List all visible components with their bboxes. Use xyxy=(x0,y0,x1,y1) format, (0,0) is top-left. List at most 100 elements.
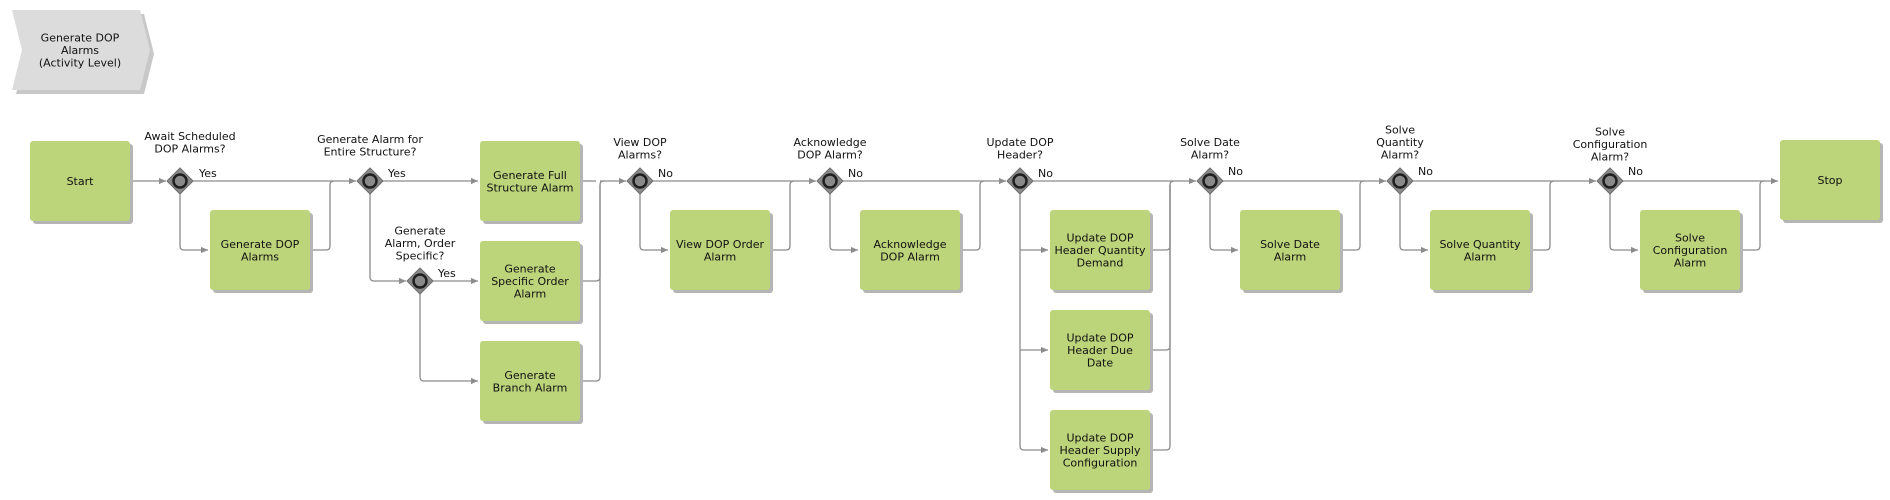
task-solve-date-label-line: Alarm xyxy=(1274,250,1306,263)
task-stop-label-line: Stop xyxy=(1817,174,1842,187)
task-view-dop-order-label-line: Alarm xyxy=(704,250,736,263)
gateway-solve-config[interactable] xyxy=(1596,167,1624,195)
gateway-entire[interactable] xyxy=(356,167,384,195)
task-gen-branch-box xyxy=(480,341,580,421)
task-upd-due-date-box xyxy=(1050,310,1150,390)
shapes xyxy=(12,10,1883,493)
gateway-ack-question-line: DOP Alarm? xyxy=(797,148,863,161)
task-ack-dop[interactable] xyxy=(860,210,963,293)
task-start[interactable] xyxy=(30,141,133,224)
flow-order-no xyxy=(419,294,478,385)
gateway-ack-ring-icon xyxy=(822,173,838,189)
gateway-view[interactable] xyxy=(626,167,654,195)
gateway-ack[interactable] xyxy=(816,167,844,195)
label-order-specific-yes: Yes xyxy=(437,267,456,280)
gateway-view-question-line: Alarms? xyxy=(618,148,662,161)
gateway-await[interactable] xyxy=(166,167,194,195)
gateway-solve-config-question-line: Configuration xyxy=(1573,138,1648,151)
gateway-order-specific-question-line: Specific? xyxy=(396,249,445,262)
gateway-view-question-line: View DOP xyxy=(613,135,667,148)
task-gen-specific-order-label-line: Generate xyxy=(504,262,556,275)
task-upd-qty-demand-label-line: Header Quantity xyxy=(1054,244,1146,257)
task-gen-branch-label-line: Branch Alarm xyxy=(493,381,568,394)
task-gen-specific-order[interactable] xyxy=(480,241,583,324)
gateway-solve-qty[interactable] xyxy=(1386,167,1414,195)
task-solve-qty[interactable] xyxy=(1430,210,1533,293)
gateway-await-question-line: DOP Alarms? xyxy=(154,142,225,155)
gateway-update-ring-icon xyxy=(1012,173,1028,189)
task-gen-branch[interactable] xyxy=(480,341,583,424)
gateway-solve-qty-diamond xyxy=(1386,167,1414,195)
task-solve-date-box xyxy=(1240,210,1340,290)
flow-ack-yes xyxy=(829,194,858,254)
gateway-await-question-line: Await Scheduled xyxy=(144,129,235,142)
task-upd-supply-config-label-line: Update DOP xyxy=(1066,431,1133,444)
gateway-solve-date-ring-icon xyxy=(1202,173,1218,189)
flow-ack-merge xyxy=(960,180,985,251)
gateway-update[interactable] xyxy=(1006,167,1034,195)
task-solve-date[interactable] xyxy=(1240,210,1343,293)
task-upd-supply-config-label-line: Header Supply xyxy=(1059,444,1141,457)
label-view-no: No xyxy=(658,167,673,180)
gateway-view-ring-icon xyxy=(632,173,648,189)
task-gen-specific-order-label-line: Specific Order xyxy=(491,275,569,288)
task-gen-full-structure-label-line: Generate Full xyxy=(493,168,567,181)
task-view-dop-order-label-line: View DOP Order xyxy=(676,237,765,250)
task-upd-supply-config-box xyxy=(1050,410,1150,490)
task-gen-dop-alarms[interactable] xyxy=(210,210,313,293)
task-ack-dop-box xyxy=(860,210,960,290)
gateway-entire-ring-icon xyxy=(362,173,378,189)
label-update-no: No xyxy=(1038,167,1053,180)
flow-gen-dop-merge xyxy=(310,180,335,251)
task-start-label-line: Start xyxy=(67,175,95,188)
task-gen-full-structure-box xyxy=(480,141,580,221)
flow-branch-merge xyxy=(580,185,601,382)
gateway-solve-qty-question-line: Alarm? xyxy=(1381,148,1419,161)
flow-solve-date-yes xyxy=(1209,194,1238,254)
task-upd-supply-config[interactable] xyxy=(1050,410,1153,493)
gateway-order-specific-question-line: Alarm, Order xyxy=(385,237,456,250)
task-upd-due-date[interactable] xyxy=(1050,310,1153,393)
title-shape xyxy=(12,10,150,90)
activity-title-line: Generate DOP xyxy=(41,31,120,44)
task-solve-config-label-line: Solve xyxy=(1675,231,1705,244)
gateway-await-diamond xyxy=(166,167,194,195)
task-upd-qty-demand-label-line: Update DOP xyxy=(1066,231,1133,244)
flow-solve-date-merge xyxy=(1340,180,1365,251)
task-solve-config[interactable] xyxy=(1640,210,1743,293)
task-stop-box xyxy=(1780,140,1880,220)
gateway-order-specific[interactable] xyxy=(406,267,434,295)
task-view-dop-order[interactable] xyxy=(670,210,773,293)
gateway-update-question-line: Update DOP xyxy=(986,135,1053,148)
task-gen-dop-alarms-label-line: Generate DOP xyxy=(221,237,300,250)
gateway-solve-config-question-line: Alarm? xyxy=(1591,150,1629,163)
task-start-box xyxy=(30,141,130,221)
task-upd-qty-demand[interactable] xyxy=(1050,210,1153,293)
gateway-update-question-line: Header? xyxy=(997,148,1043,161)
task-gen-full-structure[interactable] xyxy=(480,141,583,224)
gateway-solve-qty-question-line: Solve xyxy=(1385,123,1415,136)
gateway-entire-question-line: Generate Alarm for xyxy=(317,132,423,145)
task-upd-supply-config-label-line: Configuration xyxy=(1063,456,1138,469)
task-upd-due-date-label-line: Update DOP xyxy=(1066,331,1133,344)
gateway-order-specific-ring-icon xyxy=(412,273,428,289)
task-upd-due-date-label-line: Date xyxy=(1087,356,1114,369)
flow-update-config xyxy=(1019,194,1048,454)
task-stop[interactable] xyxy=(1780,140,1883,223)
task-view-dop-order-box xyxy=(670,210,770,290)
task-solve-date-label-line: Solve Date xyxy=(1260,237,1320,250)
label-solve-qty-no: No xyxy=(1418,165,1433,178)
gateway-solve-date[interactable] xyxy=(1196,167,1224,195)
